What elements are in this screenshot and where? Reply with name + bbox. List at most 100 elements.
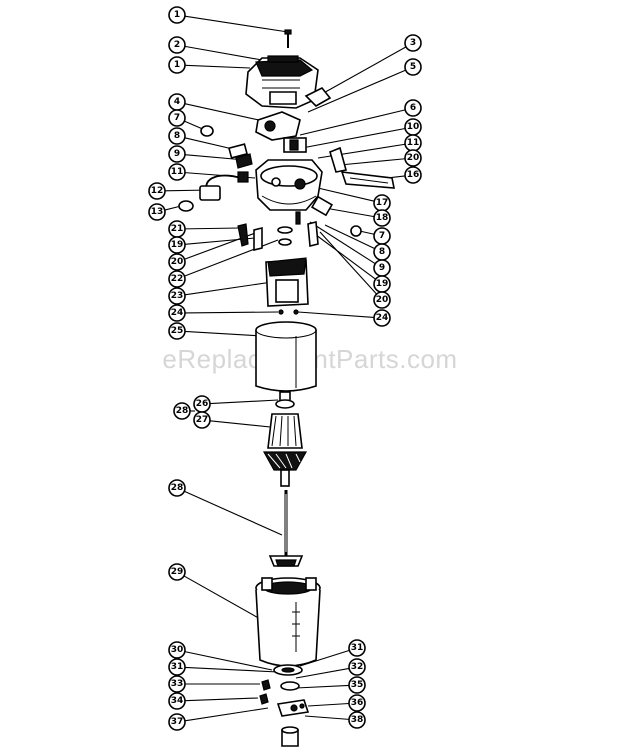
callout-36: 36	[348, 694, 366, 712]
cord-guard-part	[329, 146, 395, 189]
leader-line	[209, 420, 281, 429]
switch-assembly-part	[255, 111, 307, 153]
field-housing-part	[255, 159, 323, 211]
callout-label: 33	[171, 679, 184, 689]
leader-line	[184, 15, 289, 33]
cover-plate-part	[304, 86, 332, 107]
leader-line	[299, 109, 406, 136]
leader-line	[184, 45, 263, 61]
callout-20: 20	[404, 149, 422, 167]
callout-2: 2	[168, 36, 186, 54]
callout-label: 11	[171, 167, 184, 177]
callout-label: 21	[171, 224, 184, 234]
callout-28: 28	[173, 402, 191, 420]
armature-part	[262, 391, 308, 487]
callout-label: 3	[410, 38, 416, 48]
leader-line	[295, 667, 350, 679]
callout-label: 28	[176, 406, 189, 416]
callout-9: 9	[373, 259, 391, 277]
callout-3: 3	[404, 34, 422, 52]
leader-line	[184, 651, 273, 671]
callout-label: 1	[174, 60, 180, 70]
base-housing-part	[255, 577, 321, 667]
callout-label: 8	[379, 247, 385, 257]
callout-25: 25	[168, 322, 186, 340]
callout-4: 4	[168, 93, 186, 111]
callout-33: 33	[168, 675, 186, 693]
callout-13: 13	[148, 203, 166, 221]
callout-30: 30	[168, 641, 186, 659]
leader-line	[184, 281, 273, 296]
callout-label: 34	[171, 696, 184, 706]
callout-22: 22	[168, 270, 186, 288]
callout-23: 23	[168, 287, 186, 305]
callout-8: 8	[168, 127, 186, 145]
callout-label: 13	[151, 207, 164, 217]
bottom-parts	[259, 664, 310, 747]
callout-label: 17	[376, 198, 389, 208]
brush-right-part	[310, 195, 362, 237]
callout-18: 18	[373, 209, 391, 227]
callout-label: 20	[407, 153, 420, 163]
leader-line	[301, 127, 406, 149]
power-cord-part	[178, 171, 249, 212]
callout-24: 24	[168, 304, 186, 322]
leader-line	[184, 666, 279, 673]
callout-label: 23	[171, 291, 184, 301]
callout-label: 2	[174, 40, 180, 50]
callout-label: 18	[376, 213, 389, 223]
callout-label: 11	[407, 138, 420, 148]
leader-line	[339, 158, 406, 166]
leader-line	[184, 311, 279, 314]
callout-19: 19	[168, 236, 186, 254]
leader-line	[324, 207, 375, 218]
leader-line	[184, 490, 283, 536]
callout-label: 37	[171, 717, 184, 727]
leader-line	[184, 707, 269, 722]
callout-9: 9	[168, 145, 186, 163]
screw-part	[284, 29, 292, 48]
callout-37: 37	[168, 713, 186, 731]
leader-line	[209, 399, 279, 405]
callout-label: 20	[171, 257, 184, 267]
callout-16: 16	[404, 166, 422, 184]
leader-line	[304, 715, 350, 720]
leader-line	[184, 103, 269, 123]
callout-11: 11	[168, 163, 186, 181]
callout-label: 6	[410, 103, 416, 113]
shaft-part	[268, 490, 304, 567]
callout-label: 12	[151, 186, 164, 196]
leader-line	[184, 239, 279, 277]
callout-11: 11	[404, 134, 422, 152]
callout-7: 7	[168, 109, 186, 127]
callout-label: 16	[407, 170, 420, 180]
leader-line	[184, 697, 259, 702]
callout-label: 24	[171, 308, 184, 318]
callout-17: 17	[373, 194, 391, 212]
callout-label: 31	[351, 643, 364, 653]
callout-31: 31	[348, 639, 366, 657]
callout-20: 20	[168, 253, 186, 271]
leader-line	[319, 46, 407, 96]
callout-label: 10	[407, 122, 420, 132]
callout-label: 9	[379, 263, 385, 273]
callout-label: 31	[171, 662, 184, 672]
callout-label: 29	[171, 567, 184, 577]
motor-cover-part	[245, 55, 319, 109]
callout-26: 26	[193, 395, 211, 413]
callout-24: 24	[373, 309, 391, 327]
callout-label: 35	[351, 680, 364, 690]
leader-line	[295, 684, 350, 689]
callout-12: 12	[148, 182, 166, 200]
leader-line	[319, 231, 378, 295]
leader-line	[324, 224, 376, 250]
leader-line	[307, 69, 406, 113]
callout-label: 19	[171, 240, 184, 250]
callout-label: 38	[351, 715, 364, 725]
callout-label: 25	[171, 326, 184, 336]
callout-7: 7	[373, 227, 391, 245]
callout-31: 31	[168, 658, 186, 676]
callout-label: 7	[174, 113, 180, 123]
